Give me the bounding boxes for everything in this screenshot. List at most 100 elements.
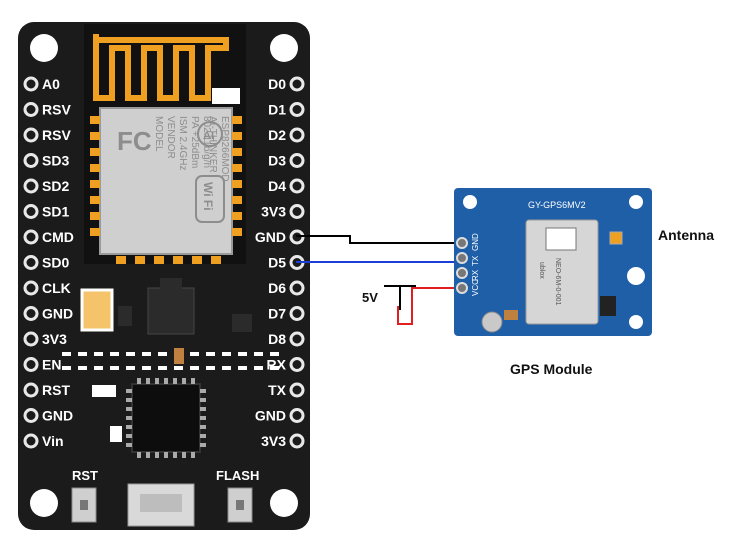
silk-dash <box>270 352 279 356</box>
silk-dash <box>142 366 151 370</box>
silk-dash <box>142 352 151 356</box>
esp-pad-bottom <box>116 256 126 264</box>
right-pin-13 <box>289 408 305 423</box>
silk-dash <box>174 366 183 370</box>
left-pin-13 <box>23 408 39 423</box>
silk-dash <box>62 366 71 370</box>
diode <box>118 306 132 326</box>
right-pin-label: GND <box>255 229 286 245</box>
usb-uart-chip <box>131 383 201 453</box>
esp-pad-right <box>232 116 242 124</box>
silk-dash <box>110 352 119 356</box>
right-pin-9 <box>289 306 305 321</box>
left-pin-label: GND <box>42 306 73 322</box>
pcb-antenna-trace <box>93 34 229 101</box>
antenna-connector-icon <box>609 231 623 245</box>
silk-dash <box>254 352 263 356</box>
esp-led-block <box>212 88 240 104</box>
right-pin-label: RX <box>267 357 287 373</box>
right-pin-11 <box>289 357 305 372</box>
silk-dash <box>158 352 167 356</box>
gps-pin-1 <box>456 252 468 264</box>
gps-mount-hole-br <box>629 315 643 329</box>
neo6m-chip <box>525 219 599 325</box>
silk-dash <box>190 352 199 356</box>
silk-dash <box>94 366 103 370</box>
silk-dash <box>254 366 263 370</box>
chip-pin <box>182 378 186 384</box>
chip-pin <box>137 452 141 458</box>
gps-pin-2 <box>456 267 468 279</box>
left-pin-label: RSV <box>42 102 71 118</box>
right-pin-0 <box>289 76 305 92</box>
chip-pin <box>126 389 132 393</box>
left-pin-label: CLK <box>42 280 71 296</box>
left-pin-4 <box>23 178 39 194</box>
chip-pin <box>200 434 206 438</box>
right-pin-3 <box>289 153 305 168</box>
chip-pin <box>155 378 159 384</box>
chip-pin <box>200 389 206 393</box>
esp-pad-bottom <box>135 256 145 264</box>
esp-vendor-line-1: ESP8266MOD <box>219 116 230 182</box>
chip-pin <box>191 378 195 384</box>
silk-dash <box>126 366 135 370</box>
esp-model-line: ISM 2.4GHz <box>177 116 188 170</box>
esp-pad-right <box>232 132 242 140</box>
esp-pad-right <box>232 196 242 204</box>
chip-pin <box>126 407 132 411</box>
chip-pin <box>182 452 186 458</box>
mount-hole-bottom-left <box>30 489 58 517</box>
chip-pin <box>137 378 141 384</box>
esp-pad-bottom <box>173 256 183 264</box>
chip-pin <box>173 378 177 384</box>
flash-button-cap <box>236 500 244 510</box>
chip-pin <box>126 434 132 438</box>
antenna-label: Antenna <box>658 227 714 243</box>
right-pin-12 <box>289 382 305 398</box>
wire-vcc <box>397 287 462 325</box>
right-pin-label: 3V3 <box>261 433 286 449</box>
resistor <box>174 348 184 364</box>
left-pin-1 <box>23 102 39 117</box>
silk-dash <box>78 366 87 370</box>
esp-pad-right <box>232 148 242 156</box>
left-pin-7 <box>23 255 39 270</box>
left-pin-label: SD1 <box>42 204 69 220</box>
left-pin-label: A0 <box>42 76 60 92</box>
gps-mount-hole-tr <box>629 195 643 209</box>
chip-pin <box>146 378 150 384</box>
gps-module-label: GPS Module <box>510 361 593 377</box>
chip-pin <box>146 452 150 458</box>
silk-dash <box>238 366 247 370</box>
chip-pin <box>126 398 132 402</box>
chip-pin <box>191 452 195 458</box>
silk-dash <box>94 352 103 356</box>
right-pin-label: D8 <box>268 331 286 347</box>
transistor <box>232 314 252 332</box>
capacitor <box>80 288 114 332</box>
right-pin-label: D6 <box>268 280 286 296</box>
left-pin-2 <box>23 127 39 143</box>
esp-model-line: 802.11b/g/n <box>201 116 212 168</box>
silkscreen-dashes <box>62 352 279 370</box>
left-pin-label: EN <box>42 357 61 373</box>
gps-pin-3 <box>456 282 468 294</box>
wifi-logo-icon <box>195 175 225 223</box>
gps-pin-label: GND <box>471 233 480 251</box>
chip-pin <box>126 443 132 447</box>
left-pin-0 <box>23 76 39 92</box>
silk-dash <box>78 352 87 356</box>
silk-dash <box>158 366 167 370</box>
esp-pad-right <box>232 228 242 236</box>
silk-dash <box>206 352 215 356</box>
esp-pad-right <box>232 180 242 188</box>
right-pin-label: 3V3 <box>261 204 286 220</box>
mount-hole-top-right <box>270 34 298 62</box>
silk-dash <box>190 366 199 370</box>
esp-pad-left <box>90 228 100 236</box>
rst-button[interactable] <box>71 487 97 523</box>
silk-dash <box>110 366 119 370</box>
